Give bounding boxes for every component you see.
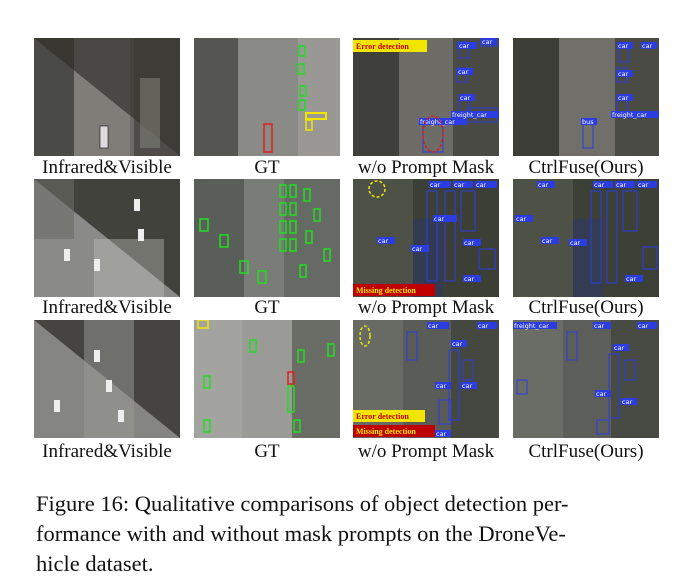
row1-prompt-box-label: car [458,68,469,76]
figure-caption-line: Figure 16: Qualitative comparisons of ob… [36,491,569,516]
row1-ours-box-label: bus [582,118,594,126]
row1-prompt-mask-image: Error detection car car car car freight_… [353,38,499,156]
row1-error-tag: Error detection [356,42,409,51]
row2-prompt-box-label: car [476,181,487,189]
row1-ours-box-label: freight_car [612,111,647,119]
row2-label-ctrlfuse: CtrlFuse(Ours) [528,297,644,318]
row2-missing-tag: Missing detection [356,286,416,295]
row3-prompt-box-label: car [436,430,447,438]
row2-prompt-box-label: car [454,181,465,189]
row3-ours-box-label: car [622,398,633,406]
row3-label-gt: GT [254,441,280,462]
row3-ours-box-label: car [638,322,649,330]
row2-prompt-mask-image: car car car car car car car car Missing … [353,179,499,297]
row3-infrared-visible-image [34,320,180,438]
row1-prompt-box-label: freight_car [452,111,487,119]
row3-prompt-box-label: car [478,322,489,330]
row2-prompt-box-label: car [378,237,389,245]
row2-ours-box-label: car [570,239,581,247]
figure-caption-line: hicle dataset. [36,551,154,576]
row3-error-tag: Error detection [356,412,409,421]
row1-prompt-box-label: car [482,38,493,46]
row3-ours-box-label: car [594,322,605,330]
row3-gt-image [194,320,340,438]
row2-label-infrared-visible: Infrared&Visible [42,297,172,318]
figure-caption: Figure 16: Qualitative comparisons of ob… [36,489,648,579]
row3-prompt-box-label: car [462,382,473,390]
row2-ours-box-label: car [594,181,605,189]
row1-infrared-visible-image [34,38,180,156]
row1-ours-box-label: car [618,42,629,50]
row3-label-infrared-visible: Infrared&Visible [42,441,172,462]
row1-ours-box-label: car [618,94,629,102]
figure-caption-line: formance with and without mask prompts o… [36,521,566,546]
row2-prompt-box-label: car [434,215,445,223]
row3-prompt-box-label: car [452,340,463,348]
row3-label-ctrlfuse: CtrlFuse(Ours) [528,441,644,462]
row2-ours-box-label: car [616,181,627,189]
row1-prompt-box-label: car [459,42,470,50]
row3-ours-box-label: car [614,344,625,352]
row3-ours-box-label: freight_car [514,322,549,330]
row2-ours-box-label: car [516,215,527,223]
row2-prompt-box-label: car [464,275,475,283]
row3-prompt-box-label: car [436,382,447,390]
row3-ours-box-label: car [596,390,607,398]
row1-prompt-box-label: car [460,94,471,102]
row2-label-gt: GT [254,297,280,318]
row1-label-infrared-visible: Infrared&Visible [42,157,172,178]
row2-prompt-box-label: car [412,245,423,253]
row2-prompt-box-label: car [430,181,441,189]
row2-ours-box-label: car [538,181,549,189]
row2-label-prompt-mask: w/o Prompt Mask [357,297,495,318]
row2-infrared-visible-image [34,179,180,297]
row3-prompt-box-label: car [428,322,439,330]
row1-label-gt: GT [254,157,280,178]
row3-prompt-mask-image: car car car car car car Error detection … [353,320,499,438]
row2-ctrlfuse-image: car car car car car car car car [513,179,659,297]
row1-ours-box-label: car [642,42,653,50]
row1-ctrlfuse-image: car car car car bus freight_car [513,38,659,156]
row1-ours-box-label: car [618,70,629,78]
row2-ours-box-label: car [626,275,637,283]
row3-missing-tag: Missing detection [356,427,416,436]
row2-ours-box-label: car [638,181,649,189]
row1-gt-image [194,38,340,156]
row2-ours-box-label: car [542,237,553,245]
row2-prompt-box-label: car [464,239,475,247]
row2-gt-image [194,179,340,297]
row1-label-prompt-mask: w/o Prompt Mask [357,157,495,178]
row1-label-ctrlfuse: CtrlFuse(Ours) [528,157,644,178]
row3-ctrlfuse-image: freight_car car car car car car [513,320,659,438]
row1-prompt-box-label: freight_car [420,118,455,126]
row3-label-prompt-mask: w/o Prompt Mask [357,441,495,462]
